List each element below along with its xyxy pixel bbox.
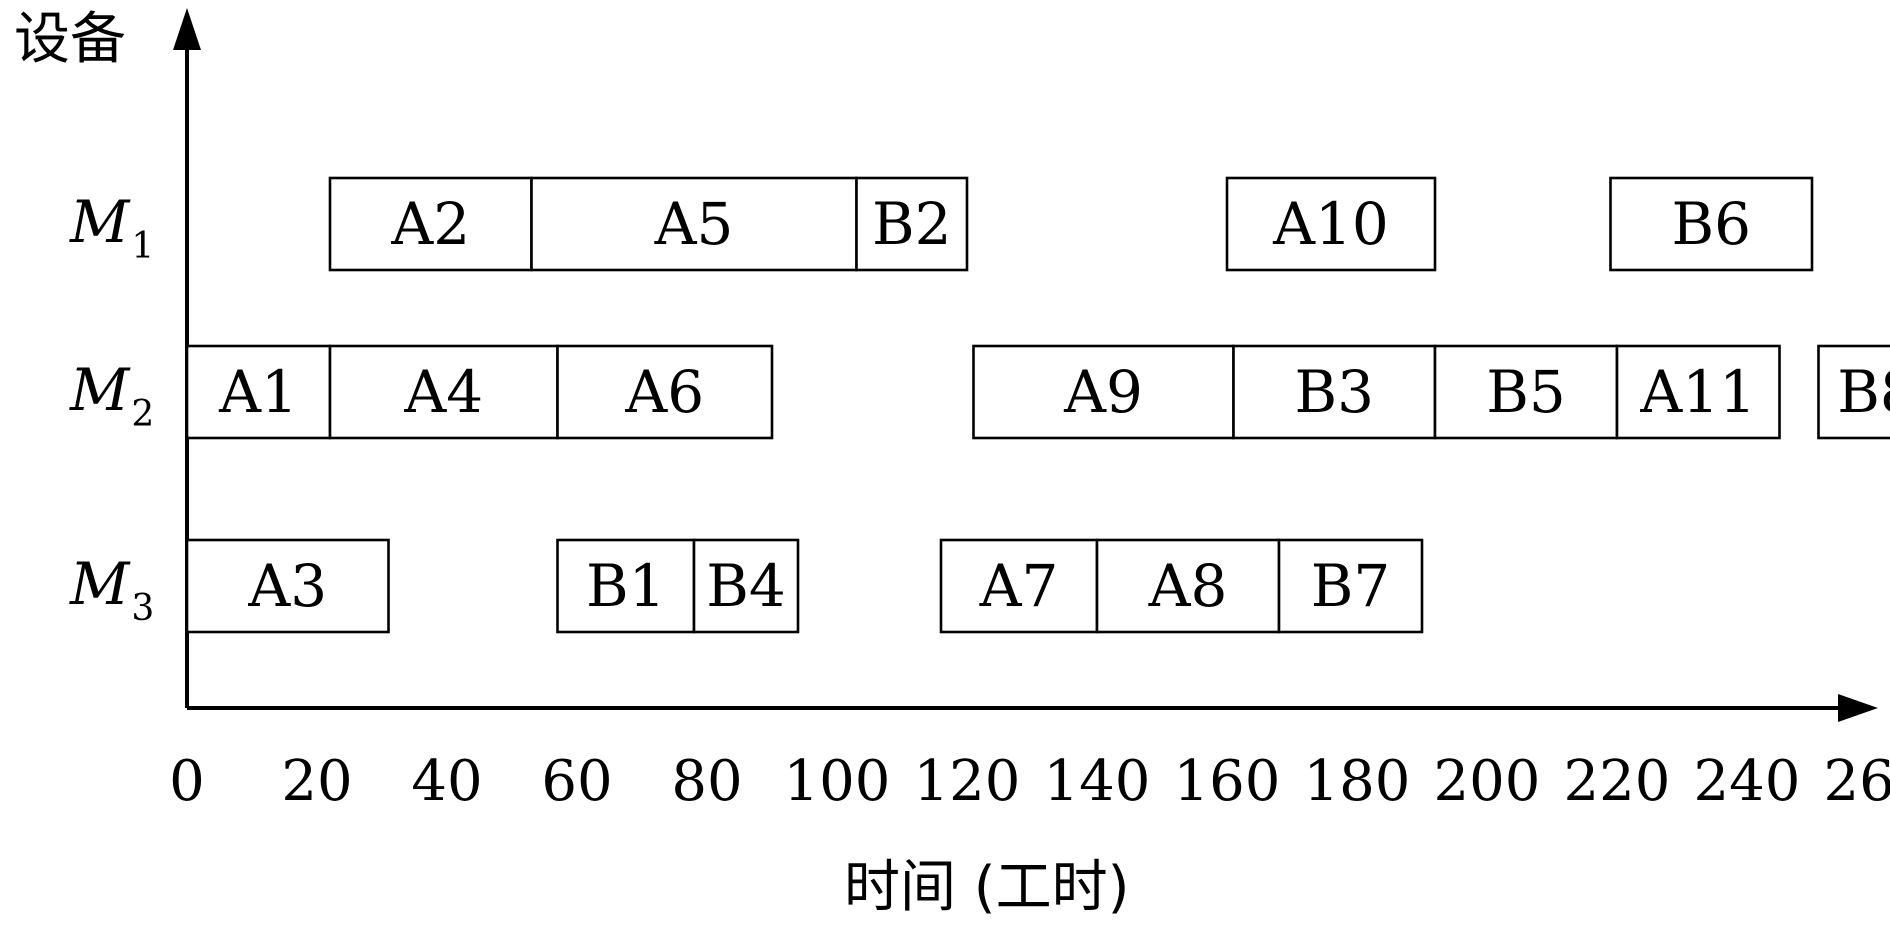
machine-label-subscript: 2	[131, 394, 154, 435]
x-tick-label: 180	[1304, 749, 1411, 814]
task-bar	[1277, 538, 1424, 634]
task-b4: B4	[692, 538, 800, 634]
machine-label-subscript: 3	[131, 588, 154, 629]
x-axis-title: 时间 (工时)	[844, 855, 1130, 920]
x-tick-label: 0	[169, 749, 205, 814]
task-a6: A6	[556, 344, 774, 440]
task-label: A6	[624, 358, 704, 426]
task-label: B2	[872, 190, 952, 258]
task-bar	[556, 538, 696, 634]
task-label: B8	[1837, 358, 1890, 426]
machine-label-m1: M1	[69, 188, 154, 267]
task-a9: A9	[972, 344, 1235, 440]
task-bar	[1615, 344, 1781, 440]
task-bar	[1232, 344, 1437, 440]
task-label: A2	[390, 190, 470, 258]
x-tick-label: 100	[784, 749, 891, 814]
task-b6: B6	[1609, 176, 1814, 272]
task-label: A3	[247, 552, 327, 620]
task-b7: B7	[1277, 538, 1424, 634]
task-a4: A4	[328, 344, 559, 440]
task-b8: B8	[1817, 344, 1890, 440]
task-a2: A2	[328, 176, 533, 272]
task-label: A9	[1063, 358, 1143, 426]
task-label: A11	[1639, 358, 1756, 426]
task-label: A4	[403, 358, 483, 426]
task-a8: A8	[1095, 538, 1281, 634]
task-b5: B5	[1433, 344, 1619, 440]
task-a10: A10	[1225, 176, 1437, 272]
machine-label-m2: M2	[69, 356, 154, 435]
task-bar	[185, 344, 332, 440]
x-tick-label: 240	[1694, 749, 1801, 814]
task-label: B6	[1671, 190, 1751, 258]
machine-label-subscript: 1	[131, 226, 154, 267]
x-tick-label: 260	[1824, 749, 1890, 814]
task-b3: B3	[1232, 344, 1437, 440]
task-label: B4	[706, 552, 786, 620]
task-bar	[1095, 538, 1281, 634]
task-label: A5	[654, 190, 734, 258]
task-bar	[328, 344, 559, 440]
task-bar	[1225, 176, 1437, 272]
machine-label-main: M	[69, 188, 131, 256]
task-label: A8	[1148, 552, 1228, 620]
machine-label-main: M	[69, 550, 131, 618]
x-tick-labels: 0 20 40 60 80 100 120 140 160 180 200 220 240 260	[169, 749, 1890, 814]
task-a1: A1	[185, 344, 332, 440]
task-a3: A3	[185, 538, 390, 634]
task-b1: B1	[556, 538, 696, 634]
x-tick-label: 220	[1564, 749, 1671, 814]
task-bar	[1609, 176, 1814, 272]
task-b2: B2	[855, 176, 969, 272]
task-bar	[185, 538, 390, 634]
task-bar	[328, 176, 533, 272]
machine-label-m3: M3	[69, 550, 154, 629]
task-bar	[1433, 344, 1619, 440]
task-bar	[692, 538, 800, 634]
task-label: B7	[1311, 552, 1391, 620]
task-label: A10	[1272, 190, 1389, 258]
x-tick-label: 40	[411, 749, 482, 814]
x-tick-label: 120	[914, 749, 1021, 814]
x-axis-arrow	[1838, 694, 1878, 722]
task-label: A7	[979, 552, 1059, 620]
task-a11: A11	[1615, 344, 1781, 440]
x-tick-label: 80	[671, 749, 742, 814]
task-label: B5	[1486, 358, 1566, 426]
task-bar	[556, 344, 774, 440]
y-axis-arrow	[173, 8, 201, 50]
x-tick-label: 20	[281, 749, 352, 814]
task-bar	[1817, 344, 1890, 440]
task-a7: A7	[939, 538, 1099, 634]
task-bar	[972, 344, 1235, 440]
task-bar	[530, 176, 858, 272]
x-tick-label: 160	[1174, 749, 1281, 814]
task-label: B1	[586, 552, 666, 620]
task-a5: A5	[530, 176, 858, 272]
machine-label-main: M	[69, 356, 131, 424]
task-label: B3	[1294, 358, 1374, 426]
x-tick-label: 60	[541, 749, 612, 814]
x-tick-label: 200	[1434, 749, 1541, 814]
task-bar	[855, 176, 969, 272]
task-label: A1	[218, 358, 298, 426]
x-tick-label: 140	[1044, 749, 1151, 814]
y-axis-title: 设备	[14, 7, 126, 72]
